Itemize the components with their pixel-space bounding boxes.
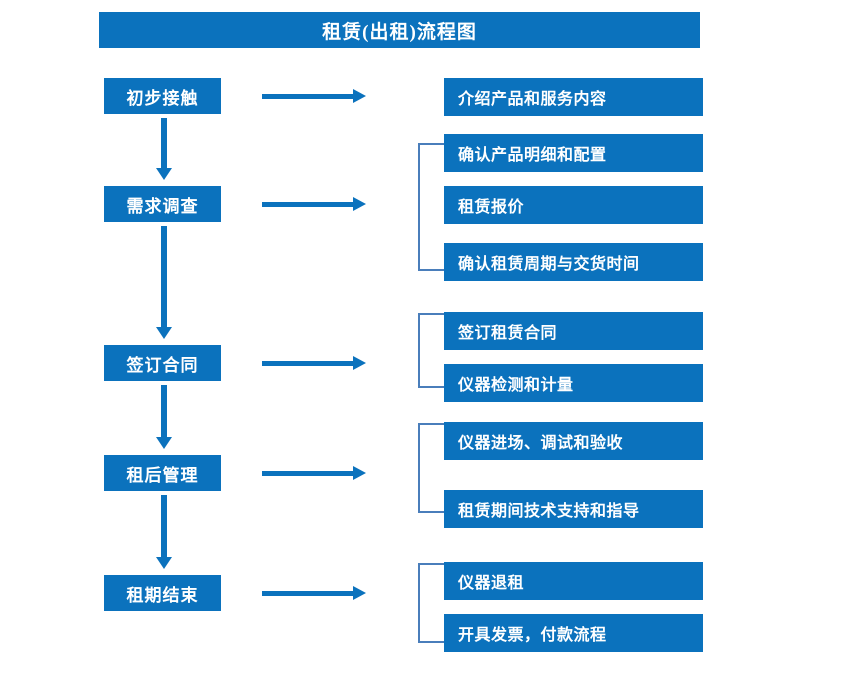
vertical-arrow-1	[156, 118, 172, 180]
vertical-arrow-3	[156, 385, 172, 449]
bracket-sign-contract	[418, 313, 444, 388]
bracket-post-rent-mgmt	[418, 423, 444, 513]
stage-box-rental-end[interactable]: 租期结束	[104, 575, 221, 611]
task-box-instrument-entry-commission[interactable]: 仪器进场、调试和验收	[444, 422, 703, 460]
horizontal-arrow-2	[262, 197, 366, 211]
bracket-rental-end	[418, 563, 444, 643]
task-box-intro-products-services[interactable]: 介绍产品和服务内容	[444, 78, 703, 116]
task-box-tech-support-guidance[interactable]: 租赁期间技术支持和指导	[444, 490, 703, 528]
page-title: 租赁(出租)流程图	[99, 12, 700, 48]
task-box-instrument-return[interactable]: 仪器退租	[444, 562, 703, 600]
task-box-confirm-period-delivery[interactable]: 确认租赁周期与交货时间	[444, 243, 703, 281]
stage-box-post-rent-mgmt[interactable]: 租后管理	[104, 455, 221, 491]
task-box-confirm-product-details[interactable]: 确认产品明细和配置	[444, 134, 703, 172]
horizontal-arrow-5	[262, 586, 366, 600]
stage-box-sign-contract[interactable]: 签订合同	[104, 345, 221, 381]
task-box-sign-rental-contract[interactable]: 签订租赁合同	[444, 312, 703, 350]
horizontal-arrow-3	[262, 356, 366, 370]
stage-box-needs-survey[interactable]: 需求调查	[104, 186, 221, 222]
task-box-instrument-test-metering[interactable]: 仪器检测和计量	[444, 364, 703, 402]
stage-box-initial-contact[interactable]: 初步接触	[104, 78, 221, 114]
task-box-rental-quotation[interactable]: 租赁报价	[444, 186, 703, 224]
bracket-needs-survey	[418, 143, 444, 271]
vertical-arrow-4	[156, 495, 172, 569]
task-box-invoice-payment-process[interactable]: 开具发票，付款流程	[444, 614, 703, 652]
horizontal-arrow-4	[262, 466, 366, 480]
vertical-arrow-2	[156, 226, 172, 339]
horizontal-arrow-1	[262, 89, 366, 103]
